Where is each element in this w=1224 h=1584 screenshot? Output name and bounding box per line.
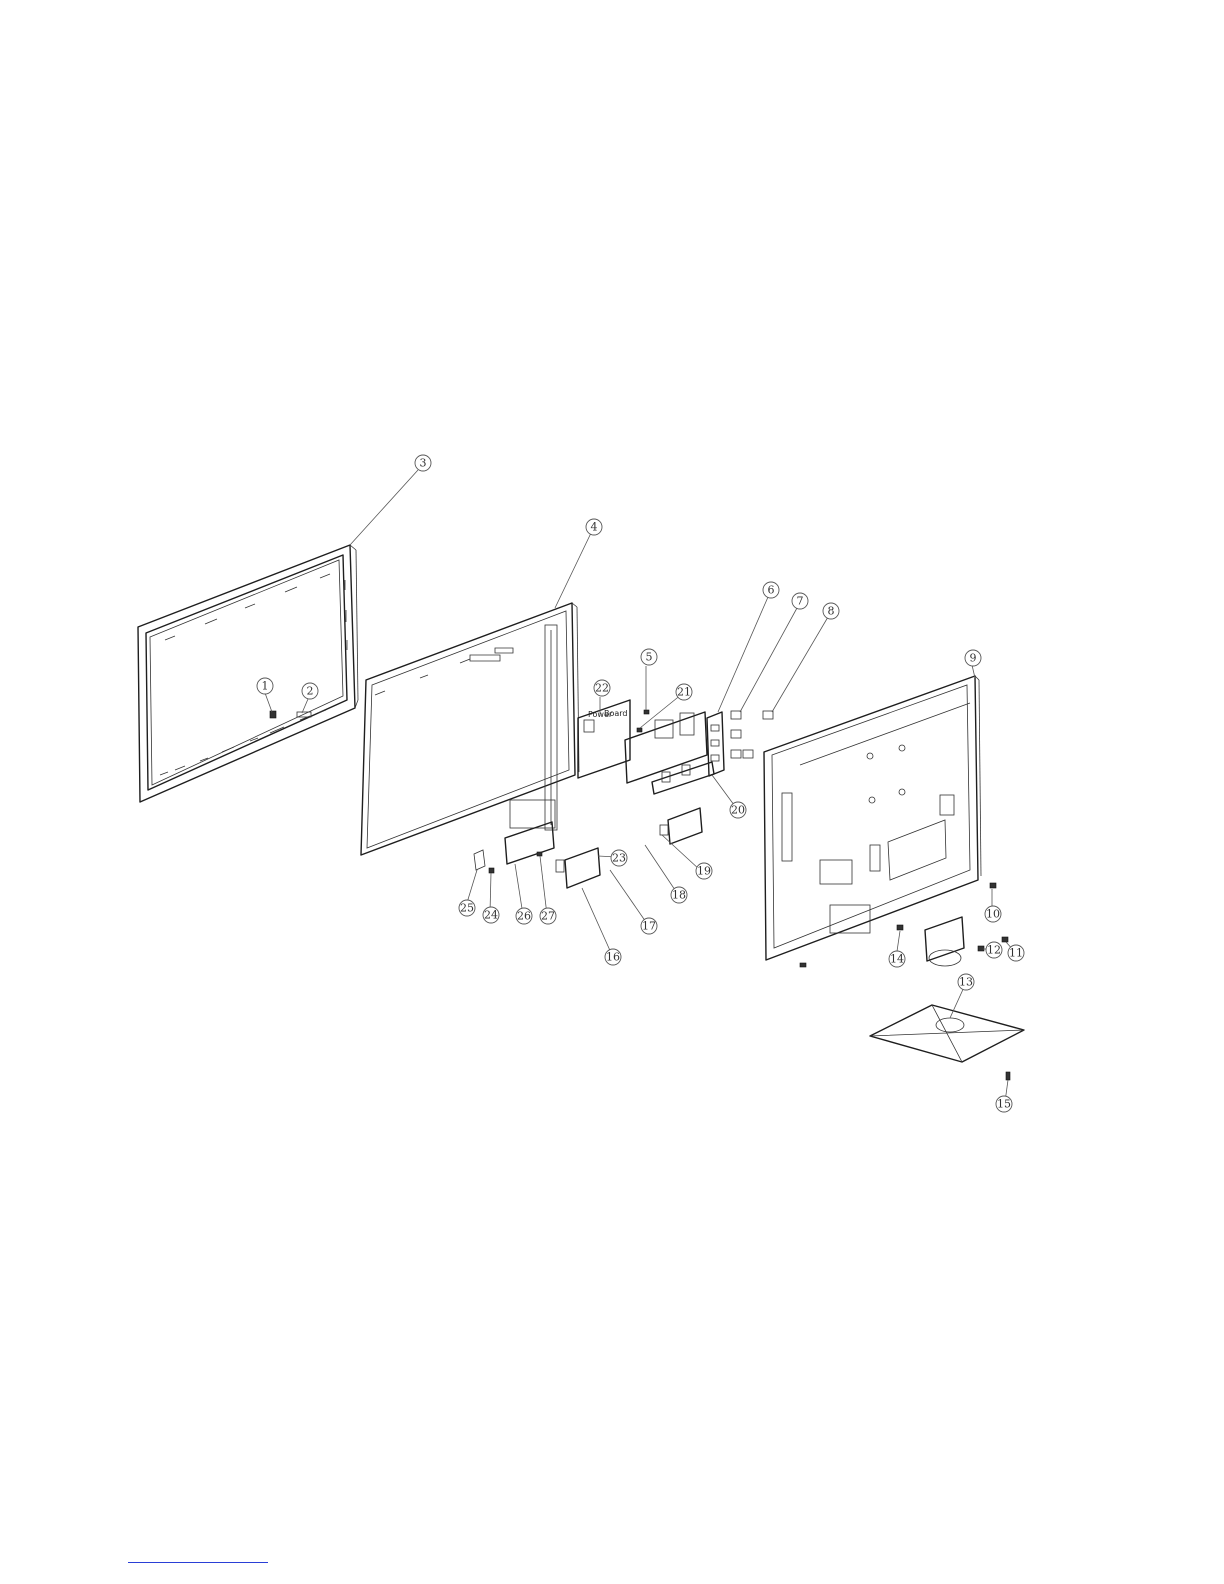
callout-6: 6 xyxy=(763,582,779,598)
callout-13: 13 xyxy=(958,974,974,990)
callout-number: 9 xyxy=(970,652,977,665)
lcd-panel-frame xyxy=(361,603,579,855)
callout-number: 18 xyxy=(672,889,686,902)
callout-number: 23 xyxy=(612,852,626,865)
callout-11: 11 xyxy=(1008,945,1024,961)
callout-number: 1 xyxy=(262,680,269,693)
callout-7: 7 xyxy=(792,593,808,609)
callout-number: 8 xyxy=(828,605,835,618)
callout-number: 5 xyxy=(646,651,653,664)
callout-number: 2 xyxy=(307,685,314,698)
board-marking-line2: Board xyxy=(604,709,628,718)
callout-number: 17 xyxy=(642,920,656,933)
base-screw xyxy=(1006,1072,1010,1080)
speakers xyxy=(556,808,702,888)
power-board: Power Board xyxy=(578,700,630,778)
callout-14: 14 xyxy=(889,951,905,967)
callout-15: 15 xyxy=(996,1096,1012,1112)
callout-number: 7 xyxy=(797,595,804,608)
callout-10: 10 xyxy=(985,906,1001,922)
stand-base xyxy=(870,1005,1024,1062)
callout-22: 22 xyxy=(594,680,610,696)
callout-1: 1 xyxy=(257,678,273,694)
callout-9: 9 xyxy=(965,650,981,666)
callout-number: 15 xyxy=(997,1098,1011,1111)
callout-number: 13 xyxy=(959,976,973,989)
ir-bracket xyxy=(474,850,494,873)
callout-number: 12 xyxy=(987,944,1001,957)
callout-number: 19 xyxy=(697,865,711,878)
callout-26: 26 xyxy=(516,908,532,924)
io-bracket xyxy=(707,712,724,776)
callout-number: 27 xyxy=(541,910,555,923)
callout-24: 24 xyxy=(483,907,499,923)
callout-number: 22 xyxy=(595,682,609,695)
callout-2: 2 xyxy=(302,683,318,699)
callout-20: 20 xyxy=(730,802,746,818)
callout-number: 25 xyxy=(460,902,474,915)
callout-4: 4 xyxy=(586,519,602,535)
callout-3: 3 xyxy=(415,455,431,471)
small-bracket-parts xyxy=(270,711,311,718)
callout-21: 21 xyxy=(676,684,692,700)
callout-16: 16 xyxy=(605,949,621,965)
callout-number: 26 xyxy=(517,910,531,923)
front-bezel xyxy=(138,545,358,802)
rear-cover xyxy=(764,676,981,967)
callout-17: 17 xyxy=(641,918,657,934)
callout-number: 16 xyxy=(606,951,620,964)
callout-number: 24 xyxy=(484,909,498,922)
callout-number: 11 xyxy=(1009,947,1023,960)
callout-27: 27 xyxy=(540,908,556,924)
callout-number: 10 xyxy=(986,908,1000,921)
callout-number: 6 xyxy=(768,584,775,597)
callout-19: 19 xyxy=(696,863,712,879)
callout-number: 14 xyxy=(890,953,904,966)
callout-23: 23 xyxy=(611,850,627,866)
callout-number: 3 xyxy=(420,457,427,470)
leader-lines xyxy=(265,470,1015,1102)
callout-25: 25 xyxy=(459,900,475,916)
callout-12: 12 xyxy=(986,942,1002,958)
callout-number: 20 xyxy=(731,804,745,817)
callout-18: 18 xyxy=(671,887,687,903)
callout-5: 5 xyxy=(641,649,657,665)
footer-divider xyxy=(128,1562,268,1563)
callout-8: 8 xyxy=(823,603,839,619)
callout-number: 4 xyxy=(591,521,598,534)
connector-strip xyxy=(652,762,714,794)
callout-number: 21 xyxy=(677,686,691,699)
